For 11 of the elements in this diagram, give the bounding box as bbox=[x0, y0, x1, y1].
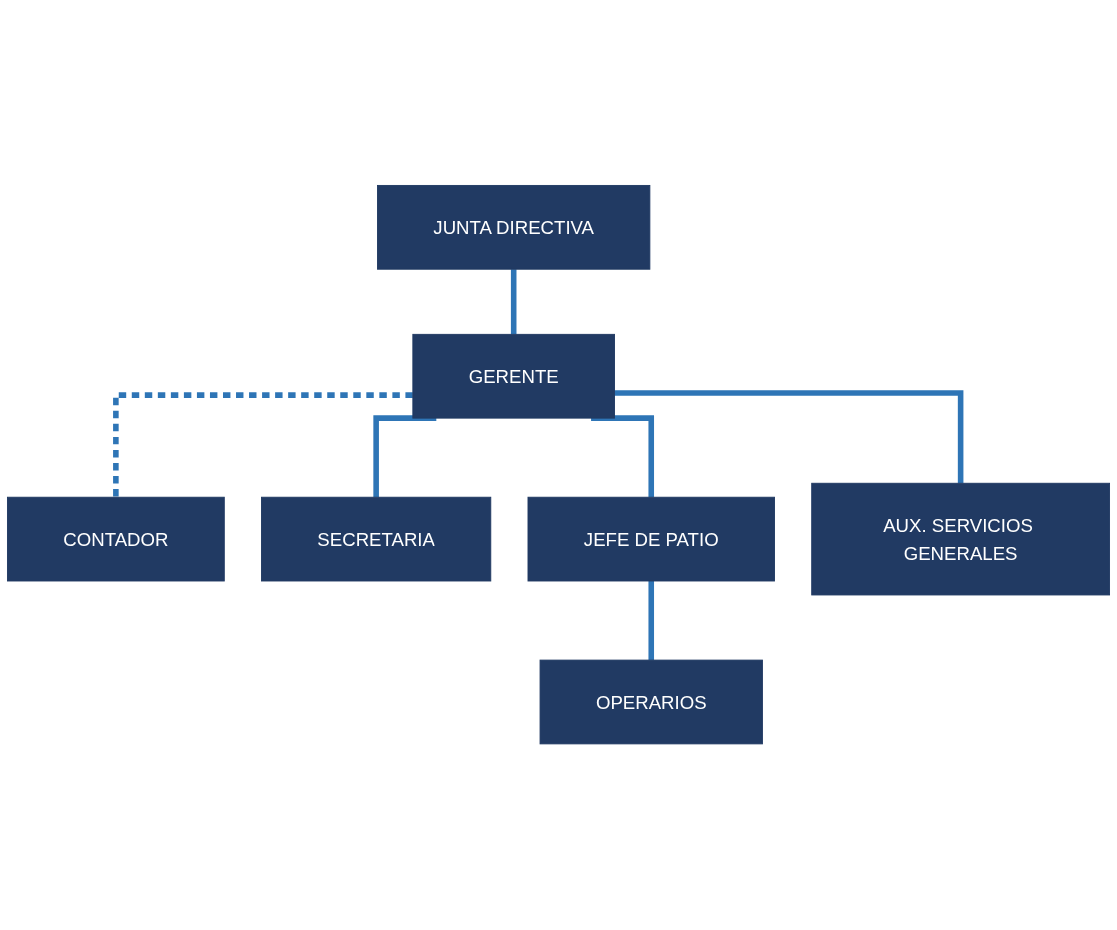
node-box: GERENTE bbox=[412, 334, 615, 419]
connector bbox=[373, 415, 437, 498]
node-box: CONTADOR bbox=[7, 497, 225, 582]
node-box: JUNTA DIRECTIVA bbox=[377, 185, 651, 270]
connector bbox=[591, 415, 655, 498]
node-box: JEFE DE PATIO bbox=[527, 497, 775, 582]
node-box: AUX. SERVICIOS GENERALES bbox=[811, 483, 1110, 596]
node-box: SECRETARIA bbox=[261, 497, 492, 582]
connector bbox=[614, 390, 964, 484]
connector bbox=[113, 392, 413, 498]
node-box: OPERARIOS bbox=[539, 660, 763, 745]
